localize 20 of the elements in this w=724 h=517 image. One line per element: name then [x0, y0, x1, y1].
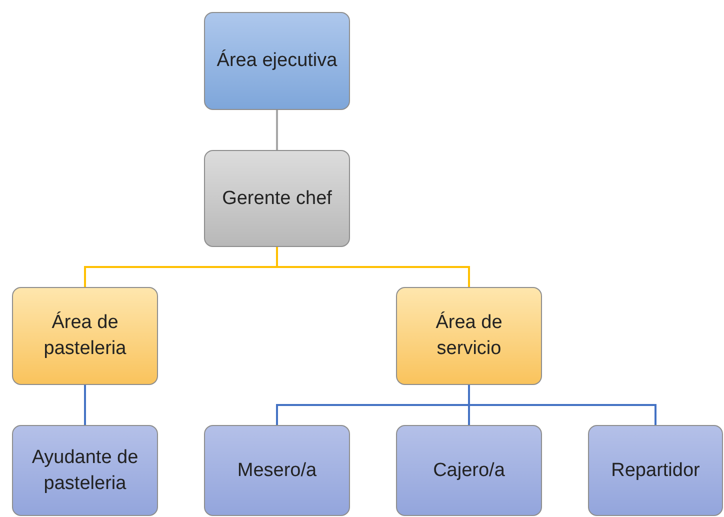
box-label: Mesero/a: [237, 458, 317, 482]
box-label: Área de pasteleria: [42, 310, 128, 361]
box-label: Área ejecutiva: [216, 48, 338, 73]
box-label: Área de servicio: [434, 310, 504, 361]
connector-line: [468, 385, 656, 425]
org-box: [12, 287, 158, 385]
connector-line: [84, 385, 86, 425]
box-label: Cajero/a: [433, 458, 505, 482]
org-box: [204, 150, 350, 247]
org-box: [396, 287, 542, 385]
connector-line: [276, 110, 278, 150]
org-box: [588, 425, 723, 516]
box-label: Ayudante de pasteleria: [30, 446, 140, 496]
box-label: Gerente chef: [222, 186, 332, 210]
box-label: Repartidor: [611, 458, 700, 482]
org-box: [396, 425, 542, 516]
connector-line: [276, 247, 470, 287]
org-box: [12, 425, 158, 516]
org-box: [204, 425, 350, 516]
org-box: [204, 12, 350, 110]
